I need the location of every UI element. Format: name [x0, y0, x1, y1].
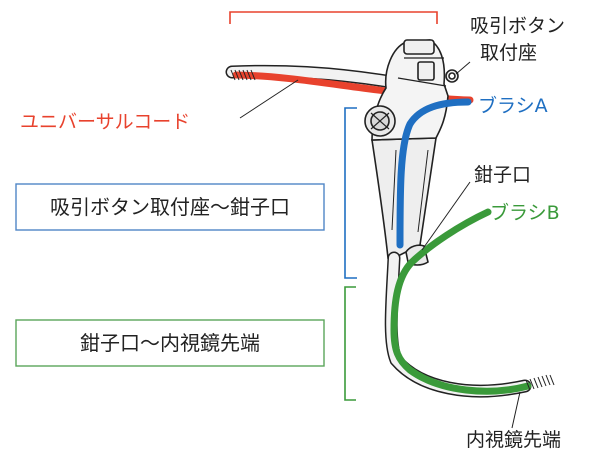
- legend-range-b-text: 鉗子口〜内視鏡先端: [80, 331, 260, 355]
- green-brush-b: [390, 208, 532, 395]
- range-bracket-blue: [344, 107, 357, 279]
- blue-brush-a: [396, 98, 472, 249]
- legend-range-a-text: 吸引ボタン取付座〜鉗子口: [50, 195, 290, 219]
- label-endoscope-tip: 内視鏡先端: [466, 429, 561, 451]
- red-brush-tip-icon: [230, 69, 256, 81]
- label-suction-button-mount-line1: 吸引ボタン: [470, 15, 565, 37]
- legend-range-a: 吸引ボタン取付座〜鉗子口: [15, 183, 325, 231]
- universal-cord-tube: [225, 64, 399, 89]
- label-brush-a: ブラシA: [478, 94, 548, 117]
- range-bracket-green: [344, 286, 356, 401]
- endoscope-tip-brush-icon: [525, 374, 555, 391]
- label-forceps-port: 鉗子口: [474, 164, 531, 186]
- leader-lines: [239, 61, 521, 429]
- label-suction-button-mount-line2: 取付座: [480, 42, 537, 64]
- legend-range-b: 鉗子口〜内視鏡先端: [15, 319, 325, 367]
- label-universal-cord: ユニバーサルコード: [20, 111, 190, 133]
- label-brush-b: ブラシB: [490, 201, 560, 224]
- universal-cord-bracket: [229, 11, 438, 24]
- control-body: [364, 39, 459, 259]
